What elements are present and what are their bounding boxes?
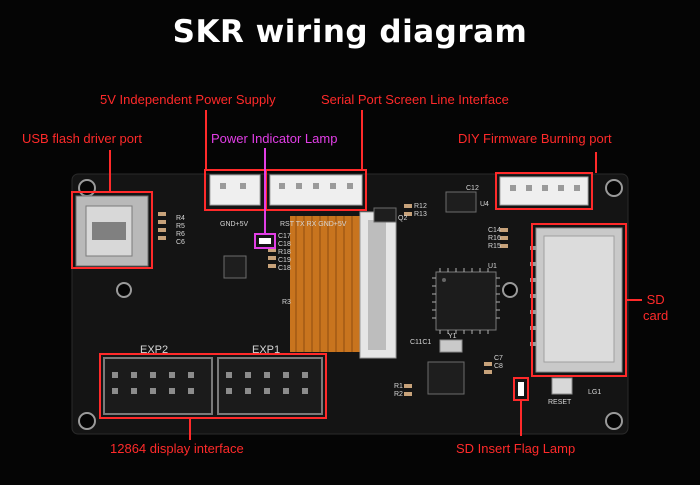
chip-q2 xyxy=(373,207,397,223)
callout-sd-card: SD card xyxy=(643,292,669,323)
page-title: SKR wiring diagram xyxy=(172,14,528,50)
sd-card-slot-inner xyxy=(543,235,615,363)
silk-r12: R12 xyxy=(414,203,427,210)
mount-hole-top-right xyxy=(605,179,623,197)
header-pin xyxy=(188,388,194,394)
silk-r18: R18 xyxy=(278,249,291,256)
silk-c19: C19 xyxy=(278,257,291,264)
header-pin xyxy=(131,388,137,394)
power-indicator-led xyxy=(259,238,271,244)
exp2-header xyxy=(103,357,213,415)
silk-c18: C18 xyxy=(278,265,291,272)
header-pin xyxy=(226,372,232,378)
silk-reset: RESET xyxy=(548,399,572,406)
callout-diy-port: DIY Firmware Burning port xyxy=(458,131,612,146)
serial-connector xyxy=(269,174,363,206)
chip-u4 xyxy=(445,191,477,213)
header-pin xyxy=(245,372,251,378)
silk-c12: C12 xyxy=(466,185,479,192)
header-pin xyxy=(264,372,270,378)
silk-c6: C6 xyxy=(176,239,185,246)
header-pin xyxy=(169,372,175,378)
silk-c11: C11C1 xyxy=(410,339,431,346)
silk-u4: U4 xyxy=(480,201,489,208)
silk-r16: R16 xyxy=(488,235,501,242)
silk-c17b: C18 xyxy=(278,241,291,248)
silk-u1: U1 xyxy=(488,263,497,270)
mount-hole-bottom-left xyxy=(78,412,96,430)
regulator xyxy=(223,255,247,279)
header-pin xyxy=(112,372,118,378)
silk-c14: C14 xyxy=(488,227,501,234)
header-pin xyxy=(283,372,289,378)
silk-r1: R1 xyxy=(394,383,403,390)
header-pin xyxy=(264,388,270,394)
silk-y1: Y1 xyxy=(448,333,457,340)
silk-q2: Q2 xyxy=(398,215,407,222)
ribbon-cable xyxy=(290,216,362,352)
exp1-header xyxy=(217,357,323,415)
ribbon-connector-inner xyxy=(368,220,386,350)
diy-connector-highlight xyxy=(495,172,593,210)
header-pin xyxy=(188,372,194,378)
callout-usb-port: USB flash driver port xyxy=(22,131,142,146)
silk-r4: R4 xyxy=(176,215,185,222)
silk-c8: C8 xyxy=(494,363,503,370)
diy-connector-pins xyxy=(510,185,580,191)
silk-power-connector: GND+5V xyxy=(220,221,249,228)
mount-hole-top-left xyxy=(78,179,96,197)
exp-header-pins xyxy=(112,372,308,394)
callout-serial-port: Serial Port Screen Line Interface xyxy=(321,92,509,107)
callout-power-supply: 5V Independent Power Supply xyxy=(100,92,276,107)
header-pin xyxy=(150,372,156,378)
header-pin xyxy=(169,388,175,394)
header-pin xyxy=(150,388,156,394)
silk-r3: R3 xyxy=(282,299,291,306)
silk-r6: R6 xyxy=(176,231,185,238)
silk-serial-connector: RST TX RX GND+5V xyxy=(280,221,347,228)
reset-button xyxy=(551,377,573,395)
power-connector xyxy=(209,174,261,206)
crystal xyxy=(439,339,463,353)
silk-r15: R15 xyxy=(488,243,501,250)
header-pin xyxy=(131,372,137,378)
silk-c17: C17 xyxy=(278,233,291,240)
serial-connector-pins xyxy=(279,183,353,189)
ribbon-cable-stripes xyxy=(295,216,353,352)
chip-bottom xyxy=(427,361,465,395)
mcu-chip xyxy=(435,271,497,331)
sd-insert-led xyxy=(518,382,524,396)
header-pin xyxy=(302,388,308,394)
mount-hole-mid-left xyxy=(116,282,132,298)
mcu-chip-pins xyxy=(432,268,500,334)
power-connector-pins xyxy=(220,183,246,189)
silk-lg1: LG1 xyxy=(588,389,601,396)
usb-port-highlight xyxy=(71,191,153,269)
header-pin xyxy=(245,388,251,394)
mount-hole-mid-right xyxy=(502,282,518,298)
mount-hole-bottom-right xyxy=(605,412,623,430)
passive-components xyxy=(158,204,508,396)
callout-power-lamp: Power Indicator Lamp xyxy=(211,131,338,146)
silk-r2: R2 xyxy=(394,391,403,398)
silk-r5: R5 xyxy=(176,223,185,230)
header-pin xyxy=(302,372,308,378)
header-pin xyxy=(112,388,118,394)
silk-r13: R13 xyxy=(414,211,427,218)
mcu-chip-dot xyxy=(442,278,446,282)
header-pin xyxy=(283,388,289,394)
display-interface-highlight xyxy=(99,353,327,419)
callout-display-interface: 12864 display interface xyxy=(110,441,244,456)
header-pin xyxy=(226,388,232,394)
silk-c7: C7 xyxy=(494,355,503,362)
usb-port-tongue xyxy=(92,222,126,240)
callout-sd-flag-lamp: SD Insert Flag Lamp xyxy=(456,441,576,456)
